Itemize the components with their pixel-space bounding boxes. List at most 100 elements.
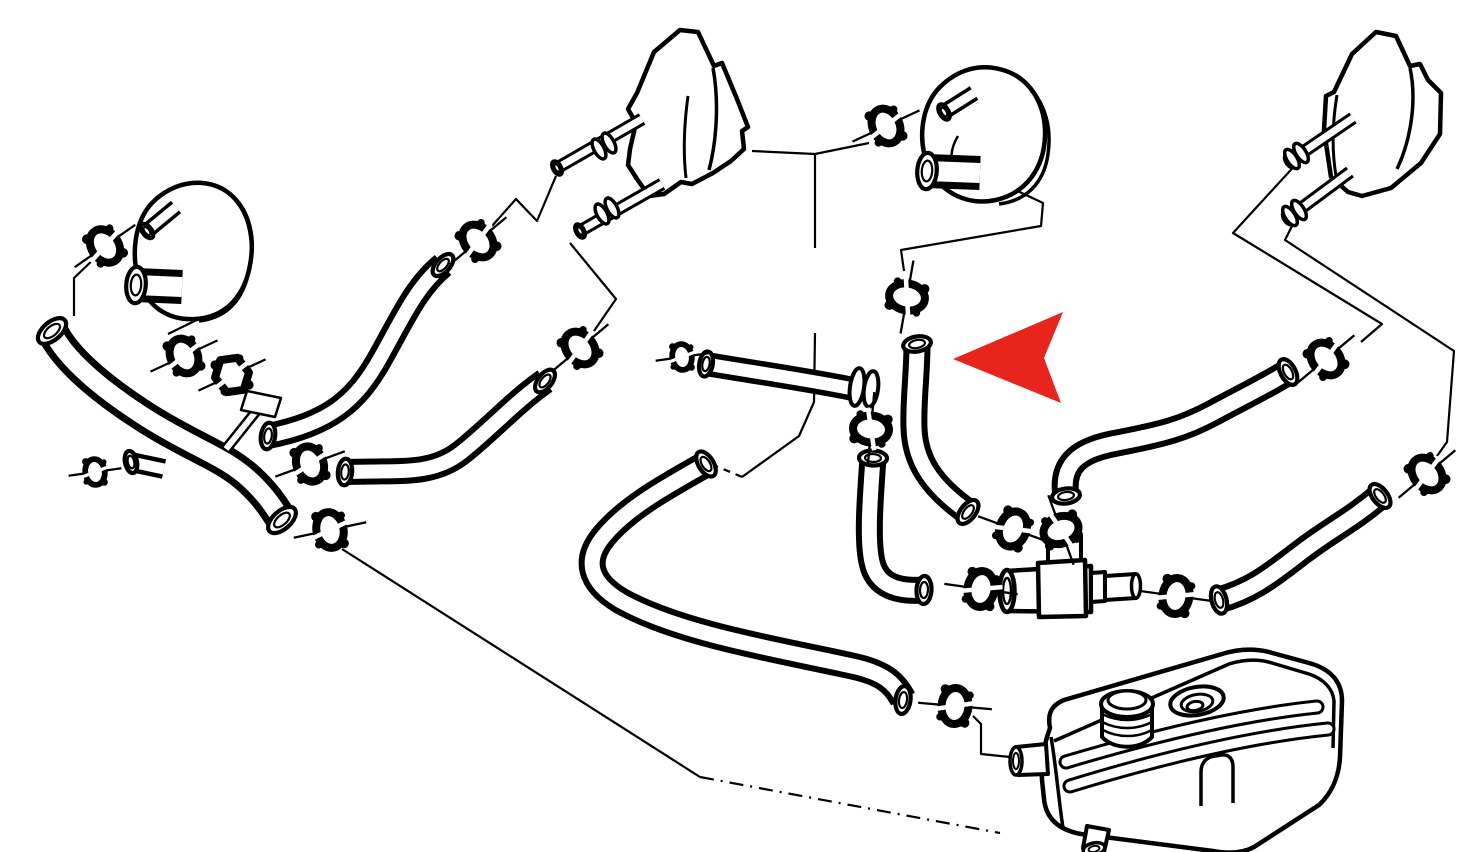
leader-right-valve-pipe2: [1283, 217, 1456, 457]
hose-clamp-13-lug: [1003, 505, 1013, 516]
hose-clamp-2-slot: [165, 340, 203, 372]
hose-clamp-11-slot: [903, 275, 911, 319]
hose-clamp-1-lug: [96, 260, 105, 268]
expansion-tank-shape: [1101, 720, 1153, 730]
center-pipe2-bead-collar-shape: [603, 196, 621, 220]
leader-vertical-lower: [741, 332, 817, 478]
leader-valve-pipe-to-clamp: [569, 242, 618, 332]
left-hose-branch-stub-mouth-0: [122, 448, 140, 476]
right-pipe2-bead-collar-shape: [1289, 198, 1309, 222]
left-housing-top-port: [138, 200, 182, 241]
center-valve-pipe-2-bore: [578, 180, 664, 235]
hose-clamp-13: [977, 505, 1049, 553]
hose-clamp-14-slot: [1047, 510, 1075, 550]
center-valve-pipe-2: [572, 178, 666, 240]
hose-clamp-4: [68, 456, 122, 488]
left-lower-main-hose-bore: [43, 326, 290, 525]
hose-clamp-4-lug: [82, 458, 90, 466]
hose-clamp-1-lug: [105, 224, 114, 232]
hose-clamp-8-lug: [556, 338, 567, 348]
right-housing-top-port: [936, 86, 979, 122]
hose-clamp-13-lug: [991, 531, 1000, 540]
hose-clamp-9-slot: [666, 349, 698, 365]
highlighted-elbow-hose: [900, 334, 981, 527]
hose-clamp-6-lug: [311, 511, 321, 522]
center-straight-hose-mouth-0: [696, 349, 716, 379]
hose-clamp-6-slot: [309, 518, 351, 542]
hose-clamp-5-slot: [290, 450, 330, 478]
center-pipe2-bead-collar: [593, 196, 621, 226]
hose-clamp-8-lug: [593, 348, 604, 358]
hose-clamp-19: [918, 684, 992, 728]
expansion-tank-shape: [1179, 692, 1215, 714]
left-upper-s-hose-mouth-1: [258, 420, 278, 452]
left-thermostat-housing-shape: [198, 194, 254, 323]
hose-clamp-18-lug: [1440, 474, 1451, 484]
hose-clamp-10: [851, 104, 921, 148]
hose-clamp-14-lug: [1067, 509, 1078, 519]
hose-clamp-2-lug: [187, 335, 196, 344]
expansion-tank-shape: [1012, 752, 1020, 770]
hose-clamp-18-lug: [1403, 464, 1414, 474]
hose-clamp-6-lug: [339, 538, 349, 549]
leader-tank-clamp: [972, 715, 1011, 759]
hose-clamp-16-lug: [1162, 573, 1173, 584]
right-housing-bottom-port: [915, 150, 981, 192]
highlighted-elbow-hose-mouth-1: [955, 497, 981, 527]
expansion-tank-shape: [1065, 724, 1333, 791]
center-pipe1-bead-collar-shape: [600, 131, 618, 155]
expansion-tank: [1008, 647, 1345, 852]
straight-hose-end-collar: [847, 366, 881, 409]
right-lower-hose-mouth-1: [1367, 481, 1393, 511]
hose-clamp-14: [1039, 494, 1083, 566]
hose-clamp-4-slot: [79, 464, 111, 480]
top-center-valve-block-shape: [707, 67, 719, 171]
top-center-valve-block-shape: [682, 95, 690, 179]
hose-clamp-5-lug: [321, 470, 331, 481]
left-lower-s-hose: [335, 367, 558, 488]
hose-clamp-2: [149, 334, 219, 378]
hose-clamp-3-lug: [243, 380, 254, 390]
leader-left-clamp-to-pipe: [491, 175, 558, 227]
hose-clamp-1-lug: [118, 247, 128, 258]
hose-clamp-17: [1296, 334, 1356, 384]
inline-t-fitting-shape: [1089, 570, 1107, 604]
hose-clamp-12-lug: [849, 433, 859, 444]
hose-clamp-11-lug: [884, 300, 895, 310]
hose-clamp-9-lug: [688, 344, 694, 350]
hose-clamp-12: [849, 392, 893, 466]
right-upper-hose-bore: [1057, 365, 1293, 498]
hose-clamp-19-lug: [936, 712, 944, 721]
hose-clamp-15-slot: [959, 584, 1003, 594]
right-upper-hose-mouth-1: [1276, 357, 1300, 387]
hose-clamp-11: [884, 260, 930, 334]
bottom-long-hose-mouth-1: [893, 683, 913, 717]
left-upper-s-hose-bore: [266, 259, 448, 443]
hose-clamp-7-lug: [454, 231, 465, 241]
hose-clamp-6-lug: [337, 511, 345, 520]
right-lower-hose: [1208, 481, 1393, 616]
hose-clamp-9-lug: [669, 343, 677, 351]
far-right-valve-block-shape: [1395, 67, 1415, 170]
hose-clamp-11-lug: [893, 277, 902, 285]
hose-clamp-8-slot: [565, 329, 595, 367]
expansion-tank-shape: [1081, 840, 1107, 852]
hose-clamp-12-lug: [877, 440, 886, 448]
hose-clamp-5-lug: [315, 444, 323, 452]
expansion-tank-shape: [1049, 736, 1065, 829]
top-center-valve-block: [625, 27, 751, 199]
expansion-tank-shape: [1053, 658, 1336, 749]
hose-clamp-10-lug: [874, 138, 883, 147]
leader-valve-block-junction: [751, 141, 870, 156]
hose-clamp-17-slot: [1311, 340, 1341, 378]
highlighted-elbow-hose-bore: [906, 343, 973, 519]
right-pipe1-bead-collar: [1282, 141, 1311, 171]
hose-clamp-1-lug: [82, 234, 92, 245]
hose-clamp-19-slot: [933, 700, 977, 712]
hose-clamp-13-slot: [991, 524, 1035, 534]
hose-clamp-3-lug: [235, 354, 244, 363]
hose-clamp-16-lug: [1179, 608, 1190, 619]
highlighted-elbow-hose-mouth-0: [901, 334, 933, 354]
hose-clamp-7-lug: [477, 219, 485, 227]
center-valve-pipe-1-mouth-0: [549, 159, 565, 177]
